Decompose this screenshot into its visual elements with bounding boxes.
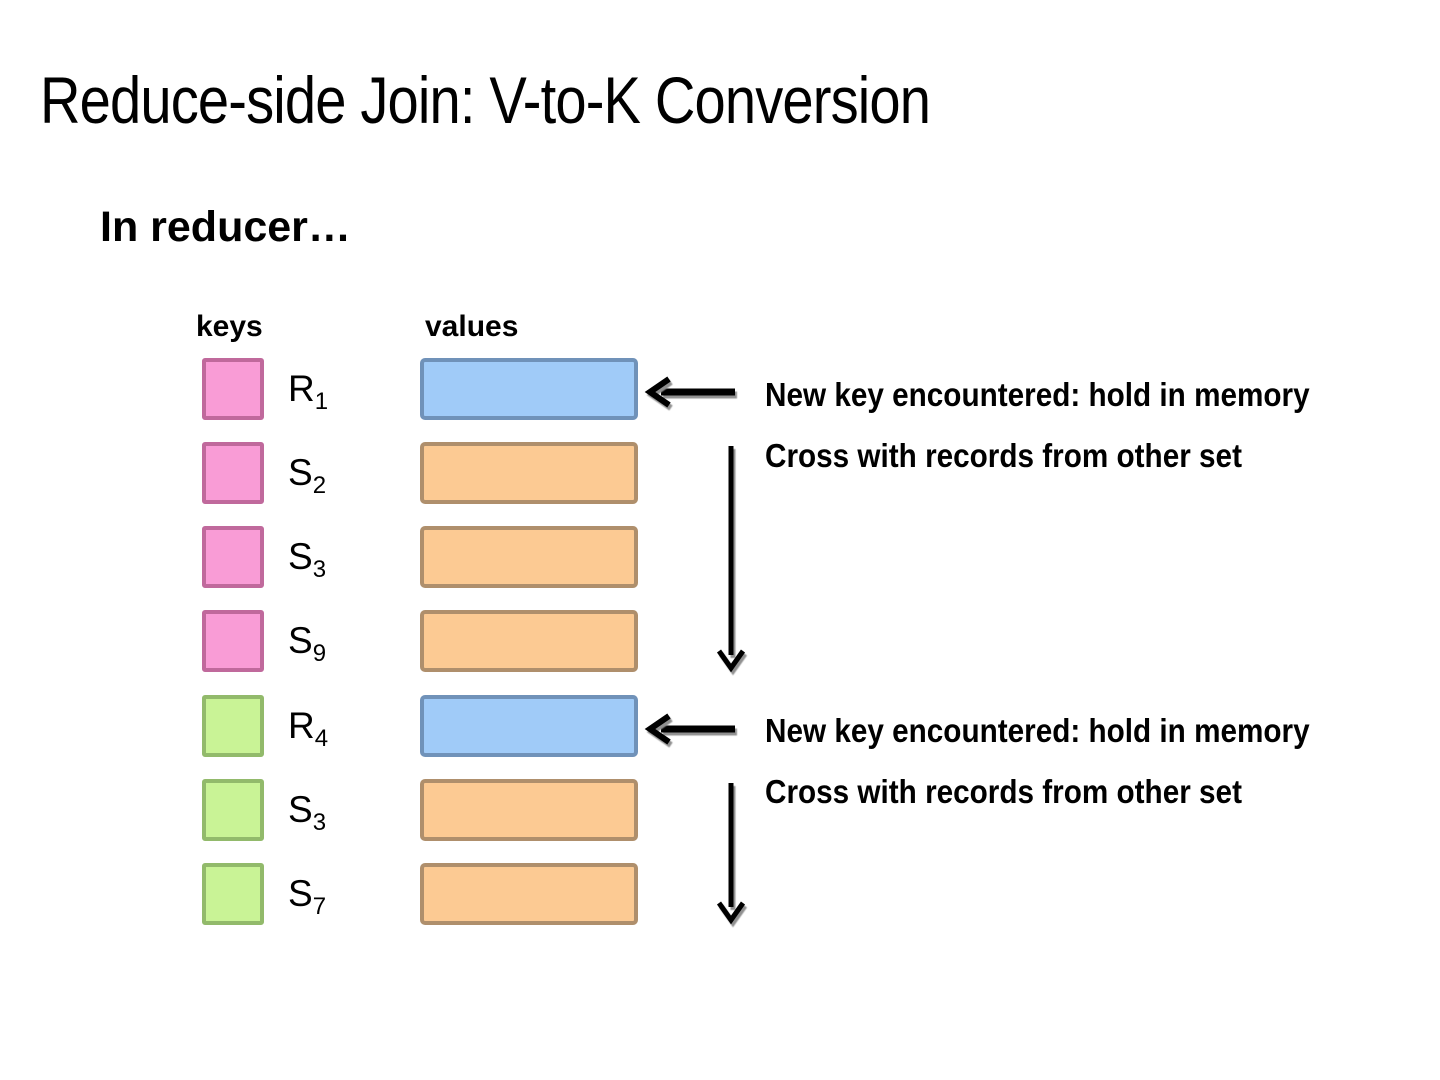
value-bar-orange: [420, 779, 638, 841]
row-label: S7: [288, 873, 327, 920]
key-swatch-pink: [202, 526, 264, 588]
row-label: S3: [288, 536, 327, 583]
key-swatch-green: [202, 779, 264, 841]
value-bar-orange: [420, 610, 638, 672]
key-swatch-green: [202, 863, 264, 925]
annotation-cross-1: Cross with records from other set: [765, 437, 1242, 474]
key-swatch-green: [202, 695, 264, 757]
reducer-row: R1: [0, 358, 1440, 420]
row-label: R1: [288, 368, 329, 415]
key-swatch-pink: [202, 610, 264, 672]
value-bar-orange: [420, 442, 638, 504]
slide-subtitle: In reducer…: [100, 203, 351, 251]
slide-title: Reduce-side Join: V-to-K Conversion: [40, 63, 931, 137]
row-label: S3: [288, 789, 327, 836]
reducer-row: S7: [0, 863, 1440, 925]
annotation-new-key-2: New key encountered: hold in memory: [765, 712, 1310, 749]
annotation-new-key-1: New key encountered: hold in memory: [765, 376, 1310, 413]
value-bar-orange: [420, 526, 638, 588]
reducer-row: S3: [0, 779, 1440, 841]
reducer-row: S2: [0, 442, 1440, 504]
row-label: S2: [288, 452, 327, 499]
values-column-header: values: [425, 310, 519, 343]
value-bar-blue: [420, 695, 638, 757]
value-bar-orange: [420, 863, 638, 925]
reducer-row: R4: [0, 695, 1440, 757]
reducer-row: S9: [0, 610, 1440, 672]
annotation-cross-2: Cross with records from other set: [765, 773, 1242, 810]
key-swatch-pink: [202, 442, 264, 504]
row-label: R4: [288, 705, 329, 752]
key-swatch-pink: [202, 358, 264, 420]
reducer-row: S3: [0, 526, 1440, 588]
row-label: S9: [288, 620, 327, 667]
value-bar-blue: [420, 358, 638, 420]
keys-column-header: keys: [196, 310, 263, 343]
